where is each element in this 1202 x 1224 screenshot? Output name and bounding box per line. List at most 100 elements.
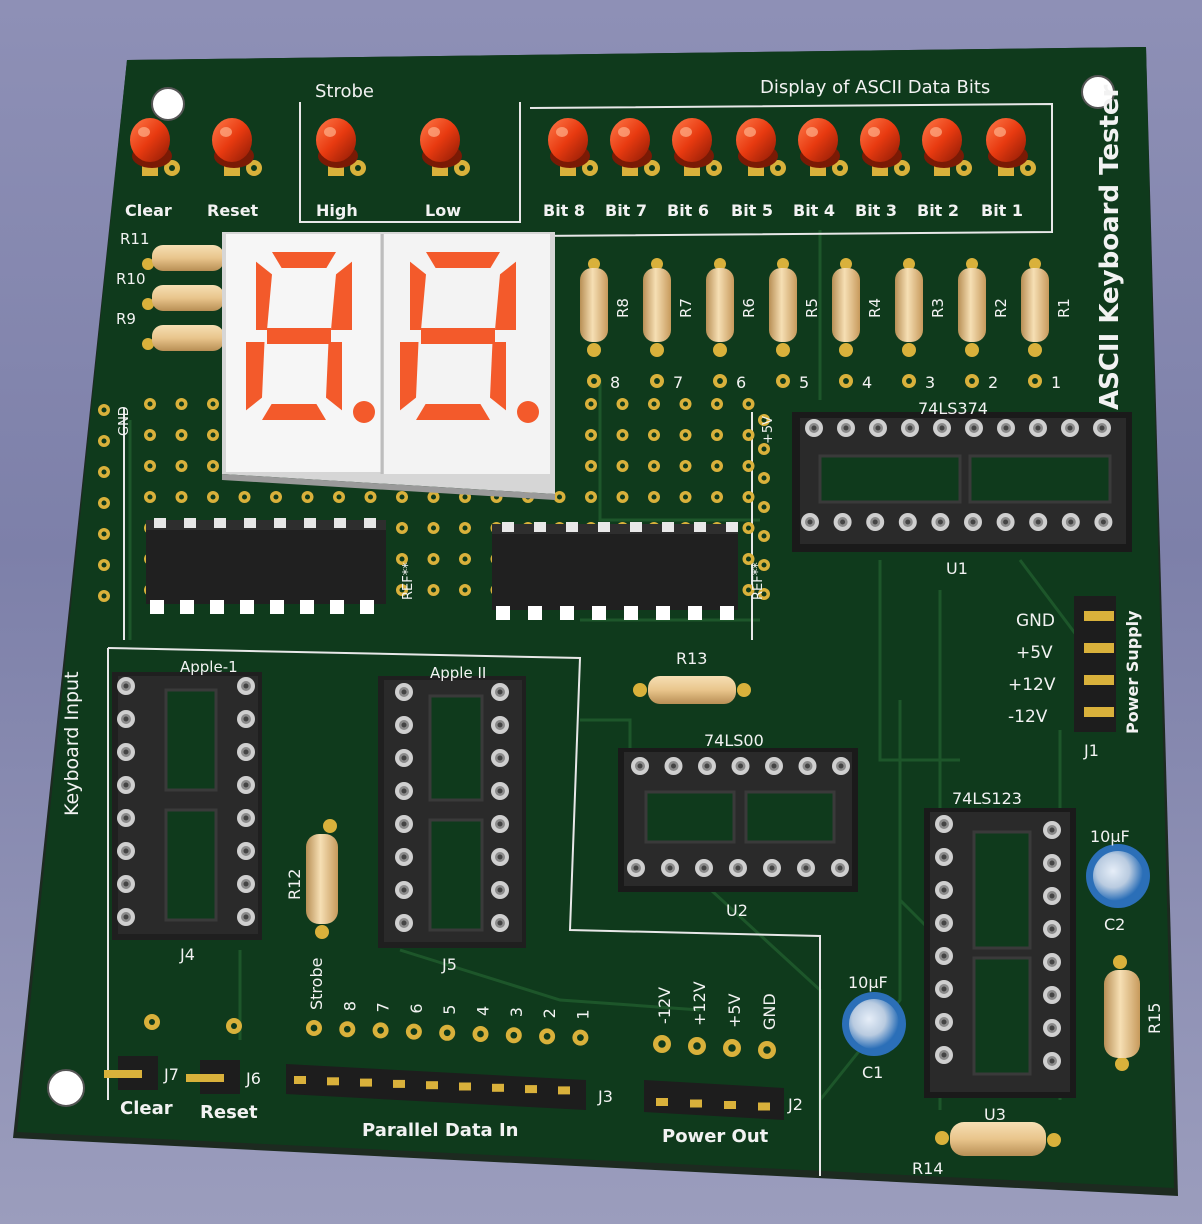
bit-pin-number-2: 6 bbox=[736, 373, 746, 392]
j4-ref: J4 bbox=[179, 945, 195, 964]
led-d9 bbox=[420, 118, 470, 176]
parallel-pin-label-7: 2 bbox=[540, 1008, 559, 1018]
led-d8 bbox=[548, 118, 598, 176]
bit-resistor-label-4: R4 bbox=[866, 298, 884, 318]
bit-resistor-label-2: R6 bbox=[740, 298, 758, 318]
clear-button-label: Clear bbox=[120, 1098, 173, 1119]
c2-value: 10µF bbox=[1090, 827, 1130, 846]
led-label-d11: Clear bbox=[125, 201, 172, 220]
clear-header-j7 bbox=[104, 1014, 160, 1090]
u3-socket bbox=[924, 808, 1076, 1098]
led-d6 bbox=[672, 118, 722, 176]
bit-resistor-label-6: R2 bbox=[992, 298, 1010, 318]
dip-chip-right bbox=[492, 522, 738, 620]
led-d2 bbox=[922, 118, 972, 176]
bit-resistor-label-3: R5 bbox=[803, 298, 821, 318]
bit-pin-number-1: 7 bbox=[673, 373, 683, 392]
capacitor-c2 bbox=[1086, 844, 1150, 908]
silkscreen-frames bbox=[107, 102, 1053, 1176]
r13-label: R13 bbox=[676, 649, 707, 668]
r14-label: R14 bbox=[912, 1159, 943, 1178]
u1-ref-label: U1 bbox=[946, 559, 968, 578]
resistor-r3 bbox=[895, 258, 923, 357]
led-label-d12: Reset bbox=[207, 201, 259, 220]
bit-pin-number-3: 5 bbox=[799, 373, 809, 392]
r12-label: R12 bbox=[285, 869, 304, 900]
power-out-title: Power Out bbox=[662, 1126, 769, 1147]
parallel-pin-label-6: 3 bbox=[507, 1007, 526, 1017]
resistor-r4 bbox=[832, 258, 860, 357]
reset-button-label: Reset bbox=[200, 1102, 258, 1123]
led-label-d6: Bit 6 bbox=[667, 201, 709, 220]
power-supply-header bbox=[1074, 596, 1116, 732]
resistor-r7 bbox=[643, 258, 671, 357]
power-supply-pin-0: GND bbox=[1016, 611, 1055, 631]
parallel-pin-label-0: Strobe bbox=[307, 958, 326, 1010]
resistor-r9 bbox=[142, 325, 232, 351]
keyboard-input-label: Keyboard Input bbox=[61, 671, 83, 816]
dip-chip-left bbox=[146, 518, 386, 614]
led-label-d8: Bit 8 bbox=[543, 201, 585, 220]
j5-socket bbox=[378, 676, 526, 948]
seven-segment-display bbox=[222, 232, 555, 500]
resistor-r8 bbox=[580, 258, 608, 357]
led-label-d9: Low bbox=[425, 201, 461, 220]
bit-pin-number-5: 3 bbox=[925, 373, 935, 392]
led-d12 bbox=[212, 118, 262, 176]
display-label: Display of ASCII Data Bits bbox=[760, 77, 990, 98]
parallel-title: Parallel Data In bbox=[362, 1120, 518, 1141]
led-row bbox=[130, 118, 1036, 176]
resistor-r15 bbox=[1104, 955, 1140, 1071]
parallel-pin-label-5: 4 bbox=[474, 1006, 493, 1016]
j4-socket bbox=[112, 672, 262, 940]
power-supply-title: Power Supply bbox=[1123, 610, 1142, 734]
led-label-d4: Bit 4 bbox=[793, 201, 835, 220]
led-d7 bbox=[610, 118, 660, 176]
r15-label: R15 bbox=[1145, 1003, 1164, 1034]
power-supply-pin-1: +5V bbox=[1016, 643, 1053, 663]
dip-right-ref: REF** bbox=[751, 562, 766, 600]
bit-pin-pads bbox=[587, 374, 1042, 388]
resistor-r2 bbox=[958, 258, 986, 357]
dip-left-ref: REF** bbox=[401, 562, 416, 600]
j5-ref: J5 bbox=[441, 955, 457, 974]
parallel-pin-label-8: 1 bbox=[573, 1009, 592, 1019]
led-d11 bbox=[130, 118, 180, 176]
led-label-d10: High bbox=[316, 201, 358, 220]
resistor-r10 bbox=[142, 285, 232, 311]
parallel-pin-label-4: 5 bbox=[440, 1005, 459, 1015]
left-resistor-label-2: R9 bbox=[116, 310, 136, 328]
bit-resistor-label-0: R8 bbox=[614, 298, 632, 318]
u2-ref-label: U2 bbox=[726, 901, 748, 920]
led-label-d1: Bit 1 bbox=[981, 201, 1023, 220]
power-supply-pin-2: +12V bbox=[1008, 675, 1056, 695]
reset-button-ref: J6 bbox=[245, 1069, 261, 1088]
resistor-r1 bbox=[1021, 258, 1049, 357]
bit-pin-number-7: 1 bbox=[1051, 373, 1061, 392]
c1-ref: C1 bbox=[862, 1063, 883, 1082]
bit-pin-number-0: 8 bbox=[610, 373, 620, 392]
mounting-holes bbox=[47, 75, 1115, 1107]
led-label-d7: Bit 7 bbox=[605, 201, 647, 220]
led-d10 bbox=[316, 118, 366, 176]
gnd-label: GND bbox=[117, 406, 132, 436]
digit-2 bbox=[400, 252, 539, 423]
led-d4 bbox=[798, 118, 848, 176]
power-out-header-j2 bbox=[644, 1080, 784, 1120]
resistor-r6 bbox=[706, 258, 734, 357]
resistor-r5 bbox=[769, 258, 797, 357]
strobe-label: Strobe bbox=[315, 81, 374, 102]
bit-resistor-label-1: R7 bbox=[677, 298, 695, 318]
u2-part-label: 74LS00 bbox=[704, 731, 764, 750]
u3-ref-label: U3 bbox=[984, 1105, 1006, 1124]
bit-pin-number-6: 2 bbox=[988, 373, 998, 392]
led-label-d2: Bit 2 bbox=[917, 201, 959, 220]
bit-pin-number-4: 4 bbox=[862, 373, 872, 392]
led-d5 bbox=[736, 118, 786, 176]
resistor-r13 bbox=[633, 676, 751, 704]
resistor-r11 bbox=[142, 245, 232, 271]
j1-ref: J1 bbox=[1083, 741, 1099, 760]
left-resistors bbox=[142, 245, 232, 351]
led-d3 bbox=[860, 118, 910, 176]
